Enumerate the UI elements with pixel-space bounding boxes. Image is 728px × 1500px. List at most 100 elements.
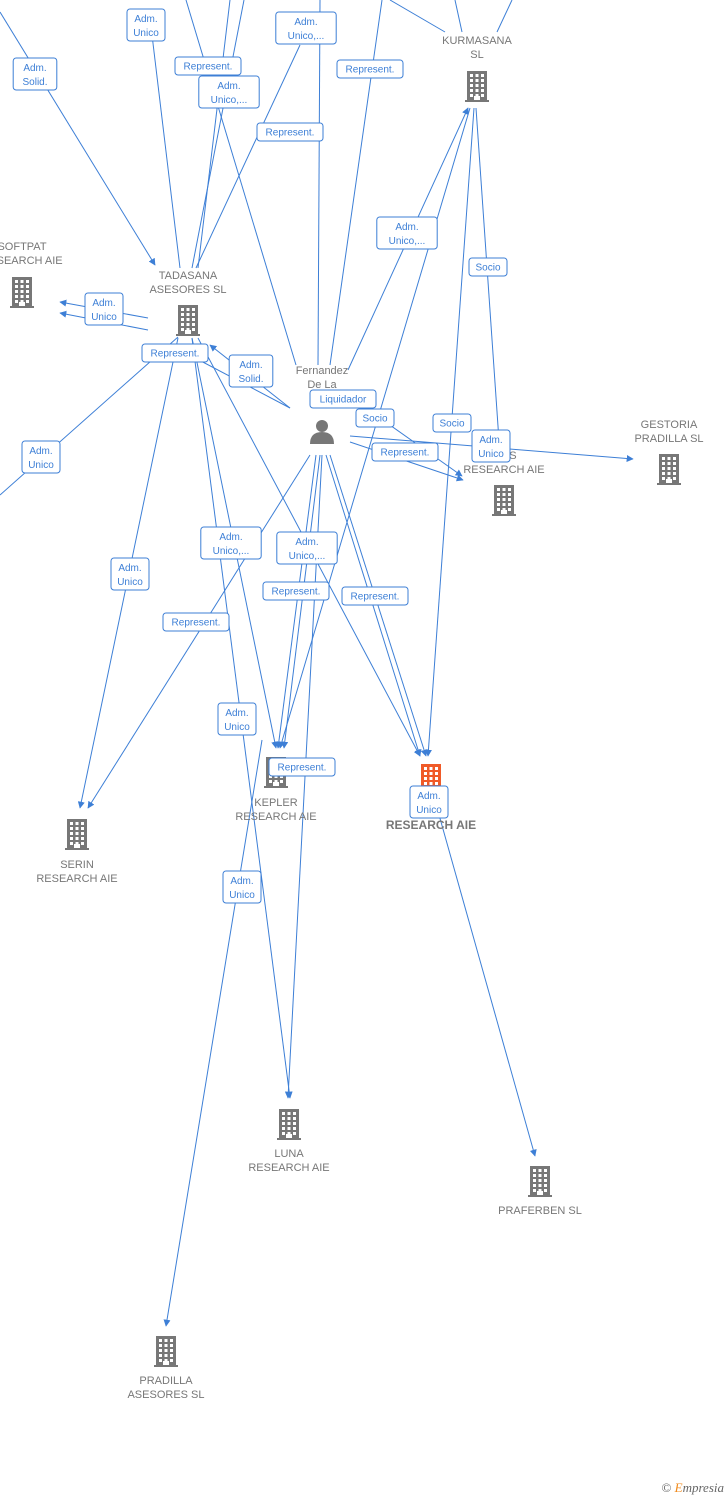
edge-label[interactable]: Represent. (174, 56, 242, 76)
edge-label[interactable]: Represent. (371, 442, 439, 462)
edge-label-text: Solid. (238, 374, 263, 385)
edge-label[interactable]: Adm. Unico (84, 292, 124, 326)
edge-label-text: Represent. (151, 349, 200, 360)
node-label-line: SOFTPAT (0, 241, 47, 253)
edge-label[interactable]: Adm. Unico (110, 557, 150, 591)
relationship-edge (496, 0, 513, 33)
edge-label[interactable]: Represent. (336, 59, 404, 79)
edge-label-text: Represent. (184, 62, 233, 73)
building-icon (65, 819, 89, 850)
edge-label-text: Adm. (219, 532, 242, 543)
edge-label-text: Unico,... (289, 551, 326, 562)
edge-label[interactable]: Adm.Unico,... (275, 11, 337, 45)
edge-label[interactable]: Adm.Unico,... (276, 531, 338, 565)
edge-label-text: Adm. (23, 63, 46, 74)
building-icon (528, 1166, 552, 1197)
edge-label[interactable]: Adm.Unico,... (198, 75, 260, 109)
edge-label-text: Adm. (239, 360, 262, 371)
edge-label-text: Unico (91, 312, 117, 323)
node-label-line: SERIN (60, 859, 94, 871)
edge-label-text: Unico (229, 890, 255, 901)
person-icon (310, 420, 334, 444)
node-label-line: RESEARCH AIE (235, 811, 316, 823)
edge-label[interactable]: Adm.Unico (222, 870, 262, 904)
node-praferben[interactable]: PRAFERBEN SL (498, 1166, 582, 1217)
edge-label[interactable]: Adm.Unico (409, 785, 449, 819)
edge-label-text: Unico (478, 449, 504, 460)
node-label-line: De La (307, 379, 337, 391)
copyright-symbol: © (661, 1480, 672, 1495)
edge-label-text: Adm. (395, 222, 418, 233)
edge-label[interactable]: Adm. Unico,... (200, 526, 262, 560)
edge-label[interactable]: Adm.Unico (126, 8, 166, 42)
relationship-edge (317, 0, 321, 366)
edge-label[interactable]: Liquidador (309, 389, 377, 409)
edge-label-text: Unico,... (389, 236, 426, 247)
node-label-line: RESEARCH AIE (0, 255, 63, 267)
node-serin[interactable]: SERIN RESEARCH AIE (36, 819, 118, 885)
edge-label[interactable]: Adm.Solid. (12, 57, 58, 91)
edge-label-text: Represent. (266, 128, 315, 139)
edge-label-text: Adm. (118, 563, 141, 574)
edge-label-text: Liquidador (320, 395, 367, 406)
brand-initial: E (674, 1480, 683, 1495)
edge-label[interactable]: Represent. (162, 612, 230, 632)
relationship-edge (0, 11, 156, 266)
edge-label[interactable]: Socio (468, 257, 508, 277)
node-label-line: ASESORES SL (149, 284, 226, 296)
edge-label[interactable]: Represent. (141, 343, 209, 363)
node-softpat[interactable]: SOFTPAT RESEARCH AIE (0, 241, 63, 308)
edge-label-text: Unico,... (213, 546, 250, 557)
edge-label-text: Unico (224, 722, 250, 733)
building-icon (492, 485, 516, 516)
relationship-edge (163, 739, 263, 1327)
node-label-line: PRADILLA SL (634, 433, 703, 445)
edge-label-text: Adm. (225, 708, 248, 719)
edge-label-text: Unico (28, 460, 54, 471)
edge-label[interactable]: Represent. (256, 122, 324, 142)
edge-label[interactable]: Adm. Unico,... (376, 216, 438, 250)
relationship-edge (197, 0, 231, 269)
node-label-line: LUNA (274, 1148, 304, 1160)
relationship-edge (389, 0, 446, 33)
building-icon (176, 305, 200, 336)
edge-label-text: Socio (475, 263, 500, 274)
edge-label[interactable]: Represent. (268, 757, 336, 777)
node-label: SOFTPAT RESEARCH AIE (0, 241, 63, 267)
relationship-edge (431, 789, 537, 1157)
node-label: PRAFERBEN SL (498, 1205, 582, 1217)
edge-label[interactable]: Socio (432, 413, 472, 433)
edge-label[interactable]: Adm. Solid. (228, 354, 274, 388)
edge-label-text: Represent. (381, 448, 430, 459)
edge-label[interactable]: Represent. (262, 581, 330, 601)
edge-label-text: Unico,... (211, 95, 248, 106)
node-label-line: GESTORIA (641, 419, 698, 431)
edge-label-text: Adm. (479, 435, 502, 446)
relationship-edge (475, 107, 504, 456)
edge-label[interactable]: Represent. (341, 586, 409, 606)
edge-label-text: Adm. (294, 17, 317, 28)
edge-label-text: Unico (117, 577, 143, 588)
node-gestoria[interactable]: GESTORIA PRADILLA SL (634, 419, 704, 485)
edge-label-text: Represent. (272, 587, 321, 598)
edge-label-text: Represent. (346, 65, 395, 76)
relationship-edge (191, 0, 245, 269)
node-label-line: TADASANA (159, 270, 218, 282)
relationship-edge (278, 107, 471, 749)
relationship-edge (151, 34, 181, 269)
edge-label-text: Adm. (29, 446, 52, 457)
node-tadasana[interactable]: TADASANA ASESORES SL (149, 270, 227, 336)
node-label-line: RESEARCH AIE (36, 873, 117, 885)
edge-label[interactable]: Socio (355, 408, 395, 428)
edge-label[interactable]: Adm. Unico (471, 429, 511, 463)
edge-label[interactable]: Adm. Unico (21, 440, 61, 474)
building-icon (10, 277, 34, 308)
edge-label[interactable]: Adm. Unico (217, 702, 257, 736)
edge-label-text: Adm. (92, 298, 115, 309)
